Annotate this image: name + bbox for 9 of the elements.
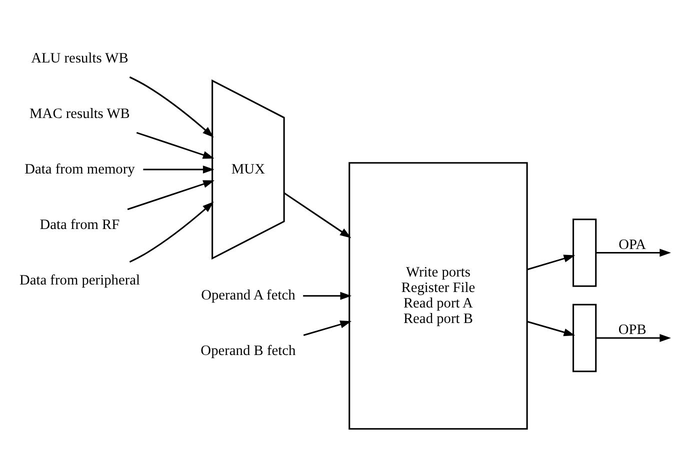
node-text: ALU results WB <box>31 50 128 66</box>
node-text: Operand A fetch <box>201 287 296 304</box>
node-text: Data from memory <box>24 160 135 177</box>
node-text: Operand B fetch <box>200 342 296 359</box>
node-text: MAC results WB <box>30 105 130 122</box>
edge-label: OPB <box>618 322 646 338</box>
node-text: Data from RF <box>40 216 120 232</box>
edge-label: OPA <box>618 236 646 252</box>
node-text: Data from peripheral <box>19 272 140 288</box>
